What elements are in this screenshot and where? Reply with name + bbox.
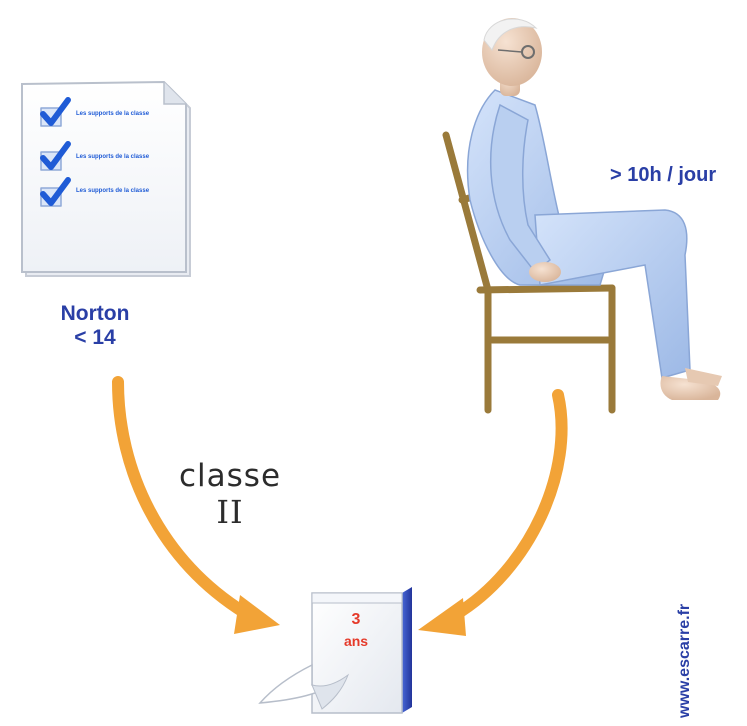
calendar-unit: ans [330,633,382,649]
classe-word: classe [160,458,300,494]
website-watermark[interactable]: www.escarre.fr [676,604,694,718]
calendar-icon: 3 ans [252,585,422,720]
classe-label: classe II [160,458,300,530]
classe-numeral: II [160,494,300,530]
right-arrow [418,395,562,636]
calendar-graphic [252,585,422,720]
calendar-number: 3 [330,611,382,629]
